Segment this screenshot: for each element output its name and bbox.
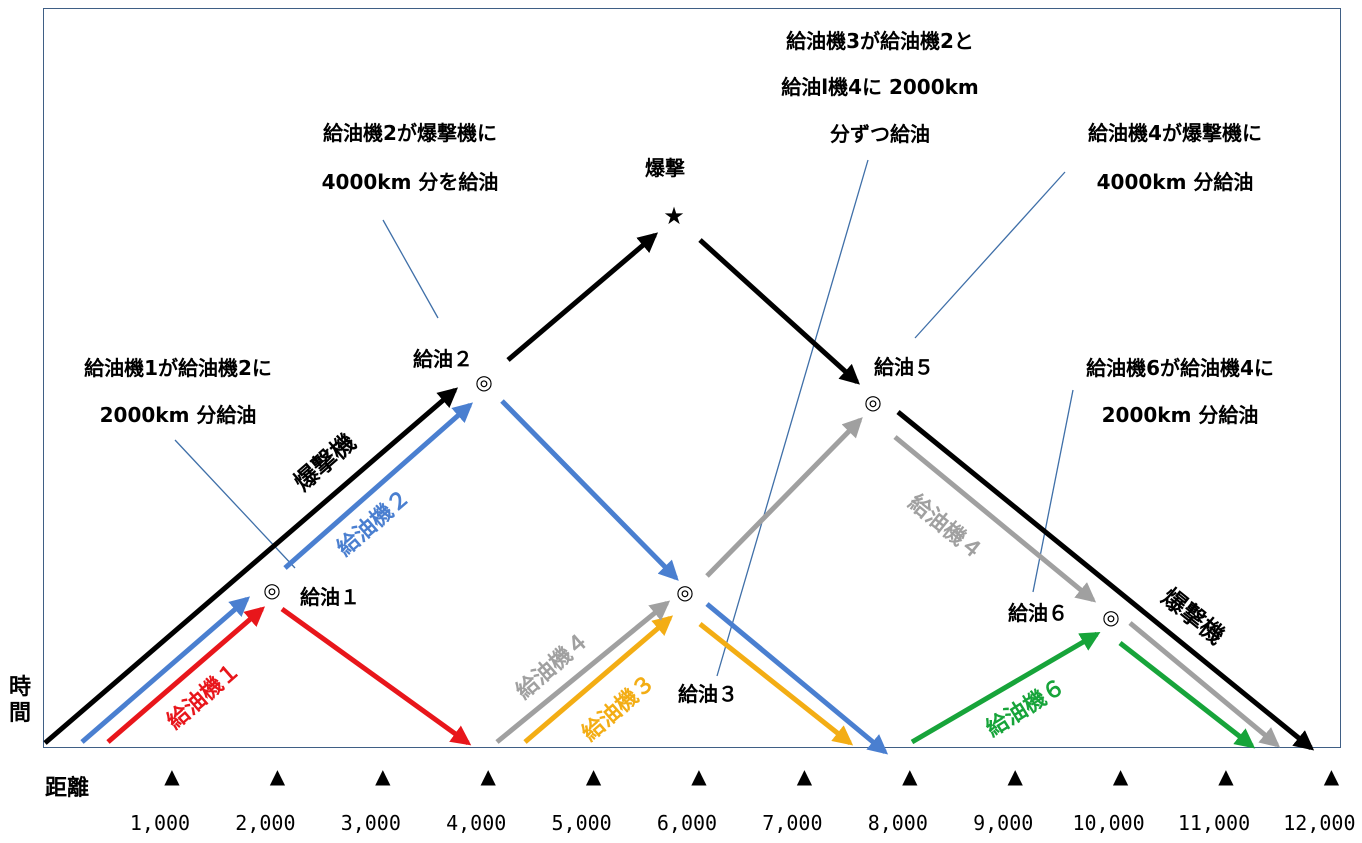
- tick-marker-icon: ▲: [270, 764, 286, 788]
- tick-label: 2,000: [235, 811, 295, 835]
- tick-label: 5,000: [551, 811, 611, 835]
- tick-label: 9,000: [973, 811, 1033, 835]
- refuel1-label: 給油１: [300, 585, 360, 609]
- callout-line-6: [1032, 389, 1074, 593]
- annotation-4-line-2: 4000km 分給油: [1097, 170, 1254, 194]
- bomber-segment-2: [506, 232, 659, 362]
- bomb-star-icon: ★: [663, 202, 685, 230]
- tick-label: 8,000: [868, 811, 928, 835]
- bomb-label: 爆撃: [645, 156, 685, 180]
- refuel3-label: 給油３: [678, 682, 738, 706]
- bomber-segment-3: [698, 238, 860, 385]
- tanker2-back-2: [705, 602, 889, 755]
- annotation-2-line-2: 4000km 分を給油: [322, 170, 499, 194]
- refuel6-label: 給油６: [1008, 601, 1068, 625]
- tanker2-out-2: [283, 402, 474, 570]
- tick-label: 6,000: [657, 811, 717, 835]
- callout-line-4: [914, 171, 1066, 339]
- tick-marker-icon: ▲: [1324, 764, 1340, 788]
- tick-marker-icon: ▲: [586, 764, 602, 788]
- annotation-6-line-2: 2000km 分給油: [1102, 403, 1259, 427]
- tick-marker-icon: ▲: [1218, 764, 1234, 788]
- tanker4-back-1: [893, 435, 1097, 603]
- tick-label: 12,000: [1283, 811, 1355, 835]
- refuel2-symbol: ◎: [475, 370, 492, 394]
- bomber-segment-4: [896, 410, 1315, 751]
- tick-marker-icon: ▲: [481, 764, 497, 788]
- tick-marker-icon: ▲: [164, 764, 180, 788]
- tanker3-label: 給油機３: [577, 669, 660, 746]
- annotation-1-line-2: 2000km 分給油: [100, 403, 257, 427]
- tick-marker-icon: ▲: [375, 764, 391, 788]
- tanker1-back: [280, 606, 472, 746]
- annotation-1-line-1: 給油機1が給油機2に: [84, 356, 272, 380]
- annotation-4-line-1: 給油機4が爆撃機に: [1088, 121, 1262, 145]
- tick-marker-icon: ▲: [797, 764, 813, 788]
- tick-marker-icon: ▲: [1113, 764, 1129, 788]
- diagram-frame: [43, 8, 1341, 748]
- refuel3-symbol: ◎: [676, 580, 693, 604]
- callout-line-1: [174, 439, 296, 569]
- tanker6-out: [910, 631, 1101, 745]
- tanker2-out-1: [80, 596, 251, 744]
- time-axis-label-1: 時: [9, 675, 31, 700]
- callout-line-2: [382, 219, 439, 319]
- tanker4-out-2: [705, 417, 863, 578]
- tanker4-out-1: [495, 600, 671, 744]
- annotation-3-line-2: 給油l機4に 2000km: [781, 75, 979, 99]
- tanker4-back-2: [1128, 621, 1281, 748]
- tanker1-out: [106, 606, 266, 744]
- tick-label: 1,000: [130, 811, 190, 835]
- tanker2-back-1: [500, 399, 679, 581]
- bomber-segment-1: [43, 387, 459, 745]
- tick-marker-icon: ▲: [691, 764, 707, 788]
- distance-ticks: ▲ 1,000 ▲ 2,000 ▲ 3,000 ▲ 4,000 ▲ 5,000 ▲ 6,000 ▲ 7,0…: [130, 764, 1356, 835]
- tick-label: 10,000: [1072, 811, 1144, 835]
- tick-marker-icon: ▲: [1008, 764, 1024, 788]
- refuel6-symbol: ◎: [1102, 605, 1119, 629]
- refuel2-label: 給油２: [413, 347, 473, 371]
- tanker6-back: [1118, 641, 1256, 749]
- annotation-2-line-1: 給油機2が爆撃機に: [323, 121, 497, 145]
- callout-line-3: [716, 159, 869, 677]
- tick-label: 7,000: [762, 811, 822, 835]
- bomber-back-label: 爆撃機: [1156, 583, 1230, 650]
- refuel5-symbol: ◎: [864, 390, 881, 414]
- tick-marker-icon: ▲: [902, 764, 918, 788]
- tanker6-label: 給油機６: [981, 673, 1069, 742]
- annotation-3-line-1: 給油機3が給油機2と: [786, 29, 974, 53]
- tick-label: 4,000: [446, 811, 506, 835]
- tanker3-back: [698, 622, 854, 746]
- annotation-6-line-1: 給油機6が給油機4に: [1086, 356, 1274, 380]
- tanker3-out: [523, 615, 674, 744]
- tick-label: 11,000: [1178, 811, 1250, 835]
- time-axis-label-2: 間: [9, 701, 31, 726]
- refuel5-label: 給油５: [874, 355, 934, 379]
- tanker1-label: 給油機１: [162, 657, 245, 734]
- refuel1-symbol: ◎: [263, 578, 280, 602]
- distance-axis-label: 距離: [45, 775, 89, 801]
- tanker2-label: 給油機２: [332, 484, 415, 561]
- annotation-3-line-3: 分ずつ給油: [830, 122, 930, 146]
- bomber-out-label: 爆撃機: [289, 428, 362, 496]
- tick-label: 3,000: [341, 811, 401, 835]
